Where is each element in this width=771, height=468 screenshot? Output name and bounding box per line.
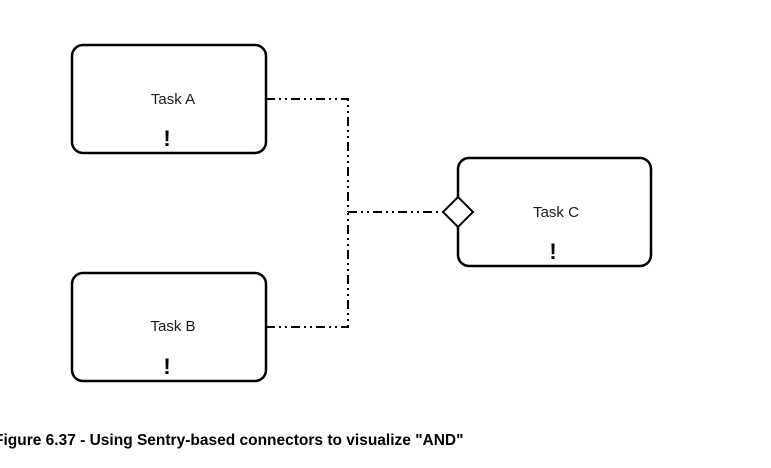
task-b-required-marker: !: [163, 354, 170, 379]
task-c[interactable]: Task C !: [456, 156, 653, 268]
task-c-required-marker: !: [549, 239, 556, 264]
task-a-required-marker: !: [163, 126, 170, 151]
connector-task-b[interactable]: [266, 212, 349, 328]
task-b-label: Task B: [150, 318, 195, 335]
task-a-label: Task A: [151, 91, 195, 108]
connector-task-a[interactable]: [266, 98, 349, 212]
task-a[interactable]: Task A !: [70, 43, 268, 155]
task-b[interactable]: Task B !: [70, 271, 268, 383]
figure-caption: Figure 6.37 - Using Sentry-based connect…: [0, 432, 464, 449]
task-c-label: Task C: [533, 204, 579, 221]
sentry-diamond-icon[interactable]: [441, 195, 475, 229]
